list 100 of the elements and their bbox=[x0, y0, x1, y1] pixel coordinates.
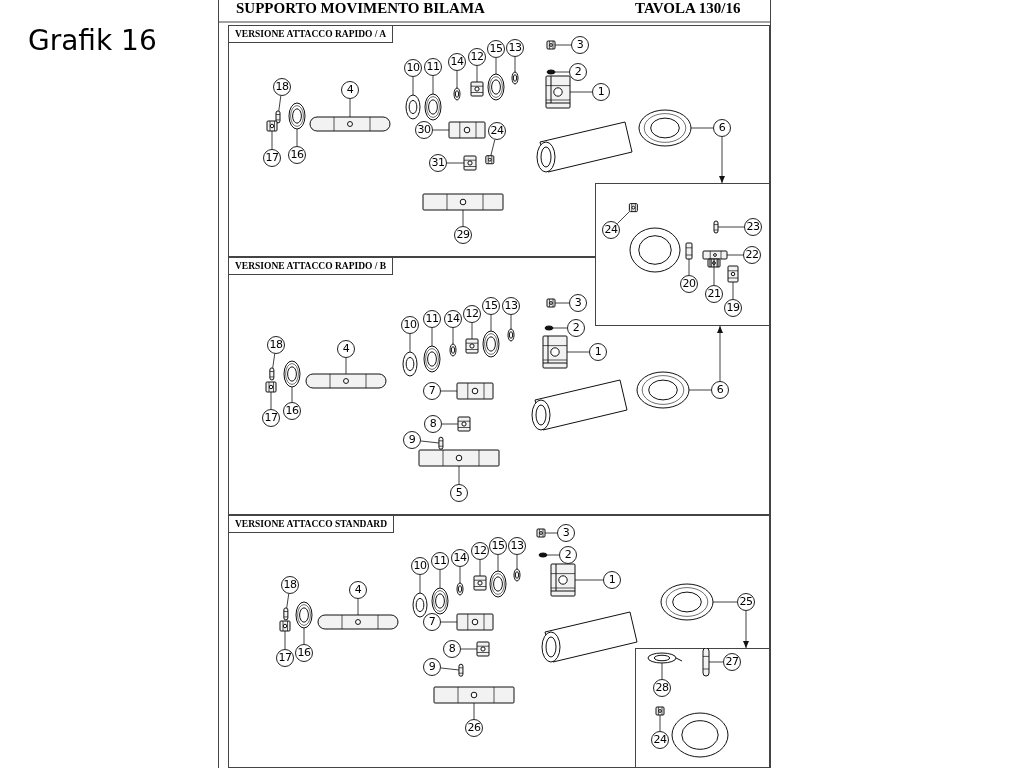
leader-line bbox=[296, 128, 298, 147]
callout-number: 14 bbox=[451, 549, 469, 567]
clip-drawing bbox=[647, 652, 683, 664]
leader-line bbox=[708, 661, 724, 663]
callout-number: 18 bbox=[281, 576, 299, 594]
callout-number: 24 bbox=[488, 122, 506, 140]
callout-number: 15 bbox=[482, 297, 500, 315]
callout-number: 14 bbox=[448, 53, 466, 71]
leader-line bbox=[661, 662, 663, 680]
callout-number: 18 bbox=[267, 336, 285, 354]
washer-drawing bbox=[538, 552, 548, 558]
callout-number: 17 bbox=[276, 649, 294, 667]
leader-line bbox=[284, 630, 286, 650]
spring-drawing bbox=[707, 258, 721, 268]
callout-number: 10 bbox=[411, 557, 429, 575]
shaft-drawing bbox=[317, 614, 399, 630]
shaft-drawing bbox=[305, 373, 387, 389]
callout-number: 1 bbox=[589, 343, 607, 361]
callout-number: 13 bbox=[506, 39, 524, 57]
callout-number: 12 bbox=[468, 48, 486, 66]
callout-number: 4 bbox=[337, 340, 355, 358]
callout-number: 2 bbox=[569, 63, 587, 81]
callout-number: 16 bbox=[288, 146, 306, 164]
pin-drawing bbox=[702, 648, 710, 677]
leader-line bbox=[476, 65, 478, 83]
screw-drawing bbox=[546, 298, 556, 308]
leader-line bbox=[459, 566, 461, 584]
callout-number: 11 bbox=[431, 552, 449, 570]
leader-line bbox=[357, 598, 359, 616]
callout-number: 2 bbox=[559, 546, 577, 564]
snap-ring-drawing bbox=[456, 582, 464, 596]
bushing-drawing bbox=[463, 155, 477, 171]
bearing-drawing bbox=[431, 587, 449, 615]
leader-line bbox=[349, 98, 351, 118]
leader-line bbox=[574, 579, 604, 581]
bushing-drawing bbox=[457, 416, 471, 432]
callout-number: 26 bbox=[465, 719, 483, 737]
leader-line bbox=[717, 226, 745, 228]
leader-line bbox=[688, 389, 712, 391]
leader-line bbox=[616, 211, 630, 225]
leader-line bbox=[440, 667, 460, 671]
callout-number: 30 bbox=[415, 121, 433, 139]
leader-line bbox=[409, 333, 411, 353]
page-title: SUPPORTO MOVIMENTO BILAMA bbox=[236, 0, 485, 17]
bracket-drawing bbox=[550, 563, 576, 597]
washer-drawing bbox=[412, 592, 428, 618]
callout-number: 27 bbox=[723, 653, 741, 671]
callout-number: 13 bbox=[508, 537, 526, 555]
leader-line bbox=[441, 423, 459, 425]
callout-number: 8 bbox=[443, 640, 461, 658]
leader-line bbox=[440, 390, 458, 392]
plate-drawing bbox=[727, 265, 739, 283]
screw-drawing bbox=[655, 706, 665, 716]
leader-line bbox=[452, 327, 454, 345]
snap-ring-drawing bbox=[513, 568, 521, 582]
callout-number: 3 bbox=[557, 524, 575, 542]
leader-line bbox=[440, 621, 458, 623]
callout-number: 6 bbox=[711, 381, 729, 399]
pin-drawing bbox=[713, 220, 719, 234]
base-plate-drawing bbox=[433, 686, 515, 704]
callout-number: 12 bbox=[471, 542, 489, 560]
section-heading: VERSIONE ATTACCO STANDARD bbox=[228, 515, 395, 533]
leader-line bbox=[497, 554, 499, 572]
leader-line bbox=[458, 465, 460, 485]
callout-number: 3 bbox=[571, 36, 589, 54]
section-panel bbox=[228, 515, 770, 768]
washer-drawing bbox=[402, 351, 418, 377]
leader-line bbox=[552, 327, 568, 329]
screw-drawing bbox=[546, 40, 556, 50]
snap-ring-drawing bbox=[507, 328, 515, 342]
callout-number: 28 bbox=[653, 679, 671, 697]
bushing-drawing bbox=[473, 575, 487, 591]
base-plate-drawing bbox=[422, 193, 504, 211]
section-panel bbox=[228, 257, 770, 515]
callout-number: 11 bbox=[424, 58, 442, 76]
leader-line bbox=[732, 281, 734, 300]
callout-number: 9 bbox=[423, 658, 441, 676]
callout-number: 17 bbox=[263, 149, 281, 167]
figure-label: Grafik 16 bbox=[28, 24, 157, 57]
bearing-drawing bbox=[487, 73, 505, 101]
section-heading: VERSIONE ATTACCO RAPIDO / B bbox=[228, 257, 394, 275]
screw-drawing bbox=[485, 155, 495, 165]
detail-inset bbox=[595, 183, 770, 326]
washer-drawing bbox=[544, 325, 554, 331]
shaft-drawing bbox=[309, 116, 391, 132]
leader-line bbox=[495, 57, 497, 75]
leader-line bbox=[659, 714, 661, 732]
housing-drawing bbox=[636, 371, 690, 409]
leader-line bbox=[473, 702, 475, 720]
leader-line bbox=[412, 76, 414, 96]
callout-number: 4 bbox=[349, 581, 367, 599]
pin-drawing bbox=[275, 110, 281, 124]
bracket-drawing bbox=[542, 335, 568, 369]
lever-drawing bbox=[456, 382, 494, 400]
bearing-drawing bbox=[482, 330, 500, 358]
leader-line bbox=[345, 357, 347, 375]
leader-line bbox=[291, 386, 293, 403]
bearing-drawing bbox=[424, 93, 442, 121]
leader-line bbox=[544, 532, 558, 534]
leader-line bbox=[278, 95, 282, 112]
